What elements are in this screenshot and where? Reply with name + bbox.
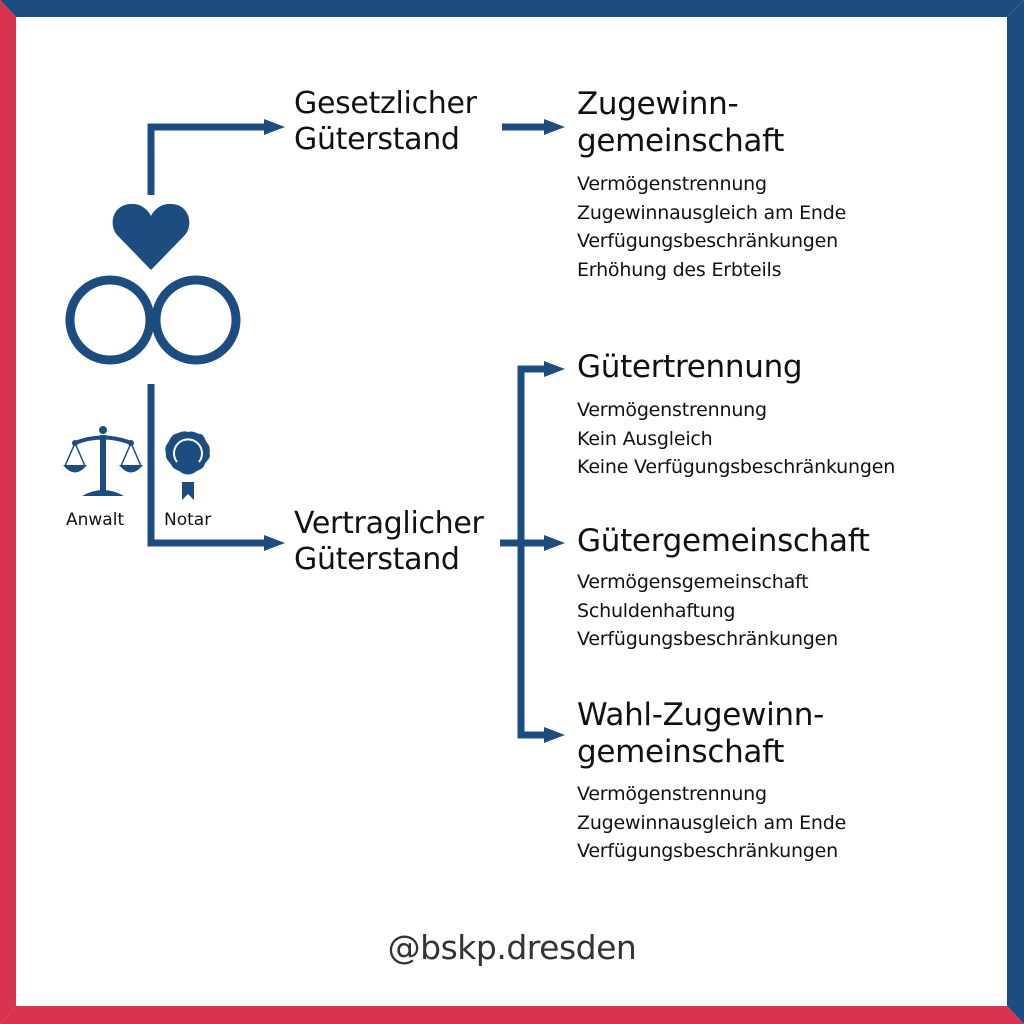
advisor-label-anwalt: Anwalt xyxy=(66,510,125,530)
contractual-title-line2: Güterstand xyxy=(294,542,460,577)
feature-item: Vermögenstrennung xyxy=(577,783,767,805)
feature-item: Zugewinnausgleich am Ende xyxy=(577,201,847,224)
frame-top-blue xyxy=(0,0,1024,17)
arrowhead-icon xyxy=(264,119,285,135)
feature-item: Vermögenstrennung xyxy=(577,399,767,421)
wedding-rings-icon xyxy=(65,275,241,365)
feature-list-zugewinngemeinschaft: Vermögenstrennung Zugewinnausgleich am E… xyxy=(577,170,846,284)
feature-item: Verfügungsbeschränkungen xyxy=(577,230,838,252)
feature-item: Keine Verfügungsbeschränkungen xyxy=(577,456,896,478)
connector-statutory xyxy=(147,123,268,195)
feature-item: Verfügungsbeschränkungen xyxy=(577,628,838,650)
feature-item: Erhöhung des Erbteils xyxy=(577,258,782,281)
seal-rosette-icon xyxy=(165,431,210,500)
option-title-guetergemeinschaft: Gütergemeinschaft xyxy=(577,523,870,560)
contractual-regime-title: Vertraglicher Güterstand xyxy=(294,506,484,578)
connector-contractual xyxy=(147,384,268,547)
feature-item: Schuldenhaftung xyxy=(577,599,736,622)
statutory-title-line2: Güterstand xyxy=(294,122,460,157)
feature-item: Zugewinnausgleich am Ende xyxy=(577,811,847,834)
option-title-line1: Wahl-Zugewinn- xyxy=(577,697,824,733)
connector-branch-trunk xyxy=(517,365,548,739)
option-title-line1: Zugewinn- xyxy=(577,86,739,122)
statutory-title-line1: Gesetzlicher xyxy=(294,86,477,121)
frame-bottom-red xyxy=(0,1006,1024,1024)
arrowhead-icon xyxy=(544,727,565,743)
option-title-wahl-zugewinngemeinschaft: Wahl-Zugewinn- gemeinschaft xyxy=(577,697,824,771)
feature-list-wahl-zugewinngemeinschaft: Vermögenstrennung Zugewinnausgleich am E… xyxy=(577,780,846,866)
feature-list-guetergemeinschaft: Vermögensgemeinschaft Schuldenhaftung Ve… xyxy=(577,568,838,654)
option-title-line1: Gütergemeinschaft xyxy=(577,523,870,559)
statutory-regime-title: Gesetzlicher Güterstand xyxy=(294,86,477,158)
arrowhead-icon xyxy=(544,361,565,377)
option-title-guetertrennung: Gütertrennung xyxy=(577,349,803,386)
social-handle: @bskp.dresden xyxy=(387,928,637,967)
option-title-line2: gemeinschaft xyxy=(577,123,785,159)
feature-item: Verfügungsbeschränkungen xyxy=(577,840,838,862)
scales-of-justice-icon xyxy=(63,426,143,496)
arrowhead-icon xyxy=(544,119,565,135)
feature-item: Vermögensgemeinschaft xyxy=(577,571,809,593)
feature-list-guetertrennung: Vermögenstrennung Kein Ausgleich Keine V… xyxy=(577,396,895,482)
contractual-title-line1: Vertraglicher xyxy=(294,506,484,541)
frame-left-red xyxy=(0,0,16,1024)
feature-item: Vermögenstrennung xyxy=(577,173,767,195)
arrowhead-icon xyxy=(264,535,285,551)
frame-right-blue xyxy=(1007,0,1024,1024)
option-title-zugewinngemeinschaft: Zugewinn- gemeinschaft xyxy=(577,86,784,160)
heart-icon xyxy=(112,203,190,270)
option-title-line1: Gütertrennung xyxy=(577,349,803,385)
option-title-line2: gemeinschaft xyxy=(577,734,785,770)
advisor-label-notar: Notar xyxy=(164,510,212,530)
feature-item: Kein Ausgleich xyxy=(577,427,713,450)
arrowhead-icon xyxy=(544,535,565,551)
